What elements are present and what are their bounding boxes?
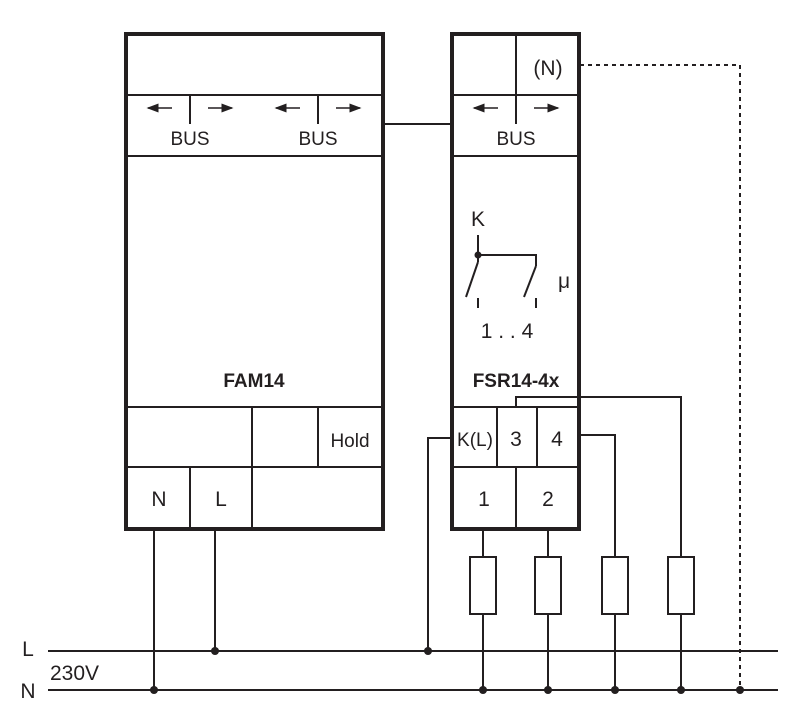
fam14-terminal-n: N [151,488,166,511]
neutral-dashed-wire [580,64,741,690]
fam14-module: BUS BUS FAM14 Hold N L [124,32,385,531]
kl-wire [427,437,452,651]
fam14-bus-right-label: BUS [298,129,337,150]
fsr14-bus-label: BUS [496,129,535,150]
relay-contact-icon: K 1 . . 4 μ [465,208,570,343]
fam14-terminal-l: L [215,488,227,511]
fam14-title: FAM14 [223,371,285,392]
fsr14-terminal-3: 3 [510,428,522,451]
fsr14-module: (N) BUS K 1 . . 4 μ FSR14-4x K(L) 3 4 1 … [450,32,581,531]
terminal-4-wire [579,434,616,557]
rail-l-label: L [22,638,34,661]
load-2 [534,556,562,694]
load-resistor-icon [534,556,562,615]
load-resistor-icon [667,556,695,615]
fsr14-terminal-2: 2 [542,488,554,511]
supply-rails: L N 230V [20,638,778,703]
load-resistor-icon [601,556,629,615]
fam14-hold-label: Hold [330,431,369,452]
relay-symbol: μ [558,270,570,293]
rail-n-label: N [20,680,35,703]
voltage-label: 230V [50,662,99,685]
fsr14-neutral-label: (N) [533,57,562,80]
contact-range-label: 1 . . 4 [481,320,534,343]
terminal-3-wire [515,396,682,557]
load-3 [601,556,629,694]
fsr14-title: FSR14-4x [473,371,560,392]
load-4 [667,556,695,694]
contact-common-label: K [471,208,485,231]
load-1 [469,556,497,694]
fsr14-terminal-4: 4 [551,428,563,451]
load-resistor-icon [469,556,497,615]
fam14-bus-left-label: BUS [170,129,209,150]
fsr14-terminal-1: 1 [478,488,490,511]
fsr14-terminal-kl: K(L) [457,430,493,451]
